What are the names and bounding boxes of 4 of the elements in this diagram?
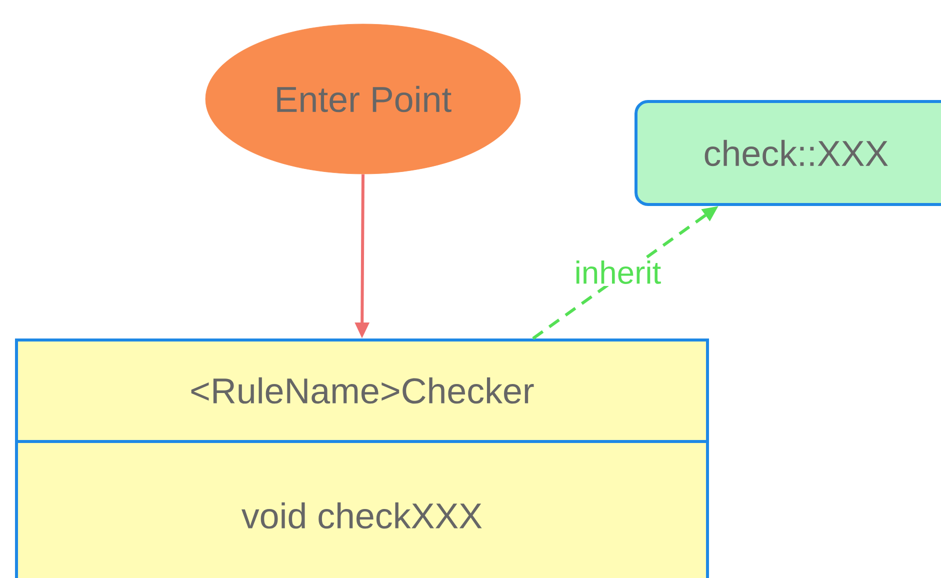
- ellipse-node: Enter Point: [205, 24, 521, 174]
- rounded-box: check::XXX: [634, 100, 941, 206]
- class-box: <RuleName>Checker void checkXXX: [15, 338, 709, 578]
- edge-label: inherit: [576, 260, 661, 284]
